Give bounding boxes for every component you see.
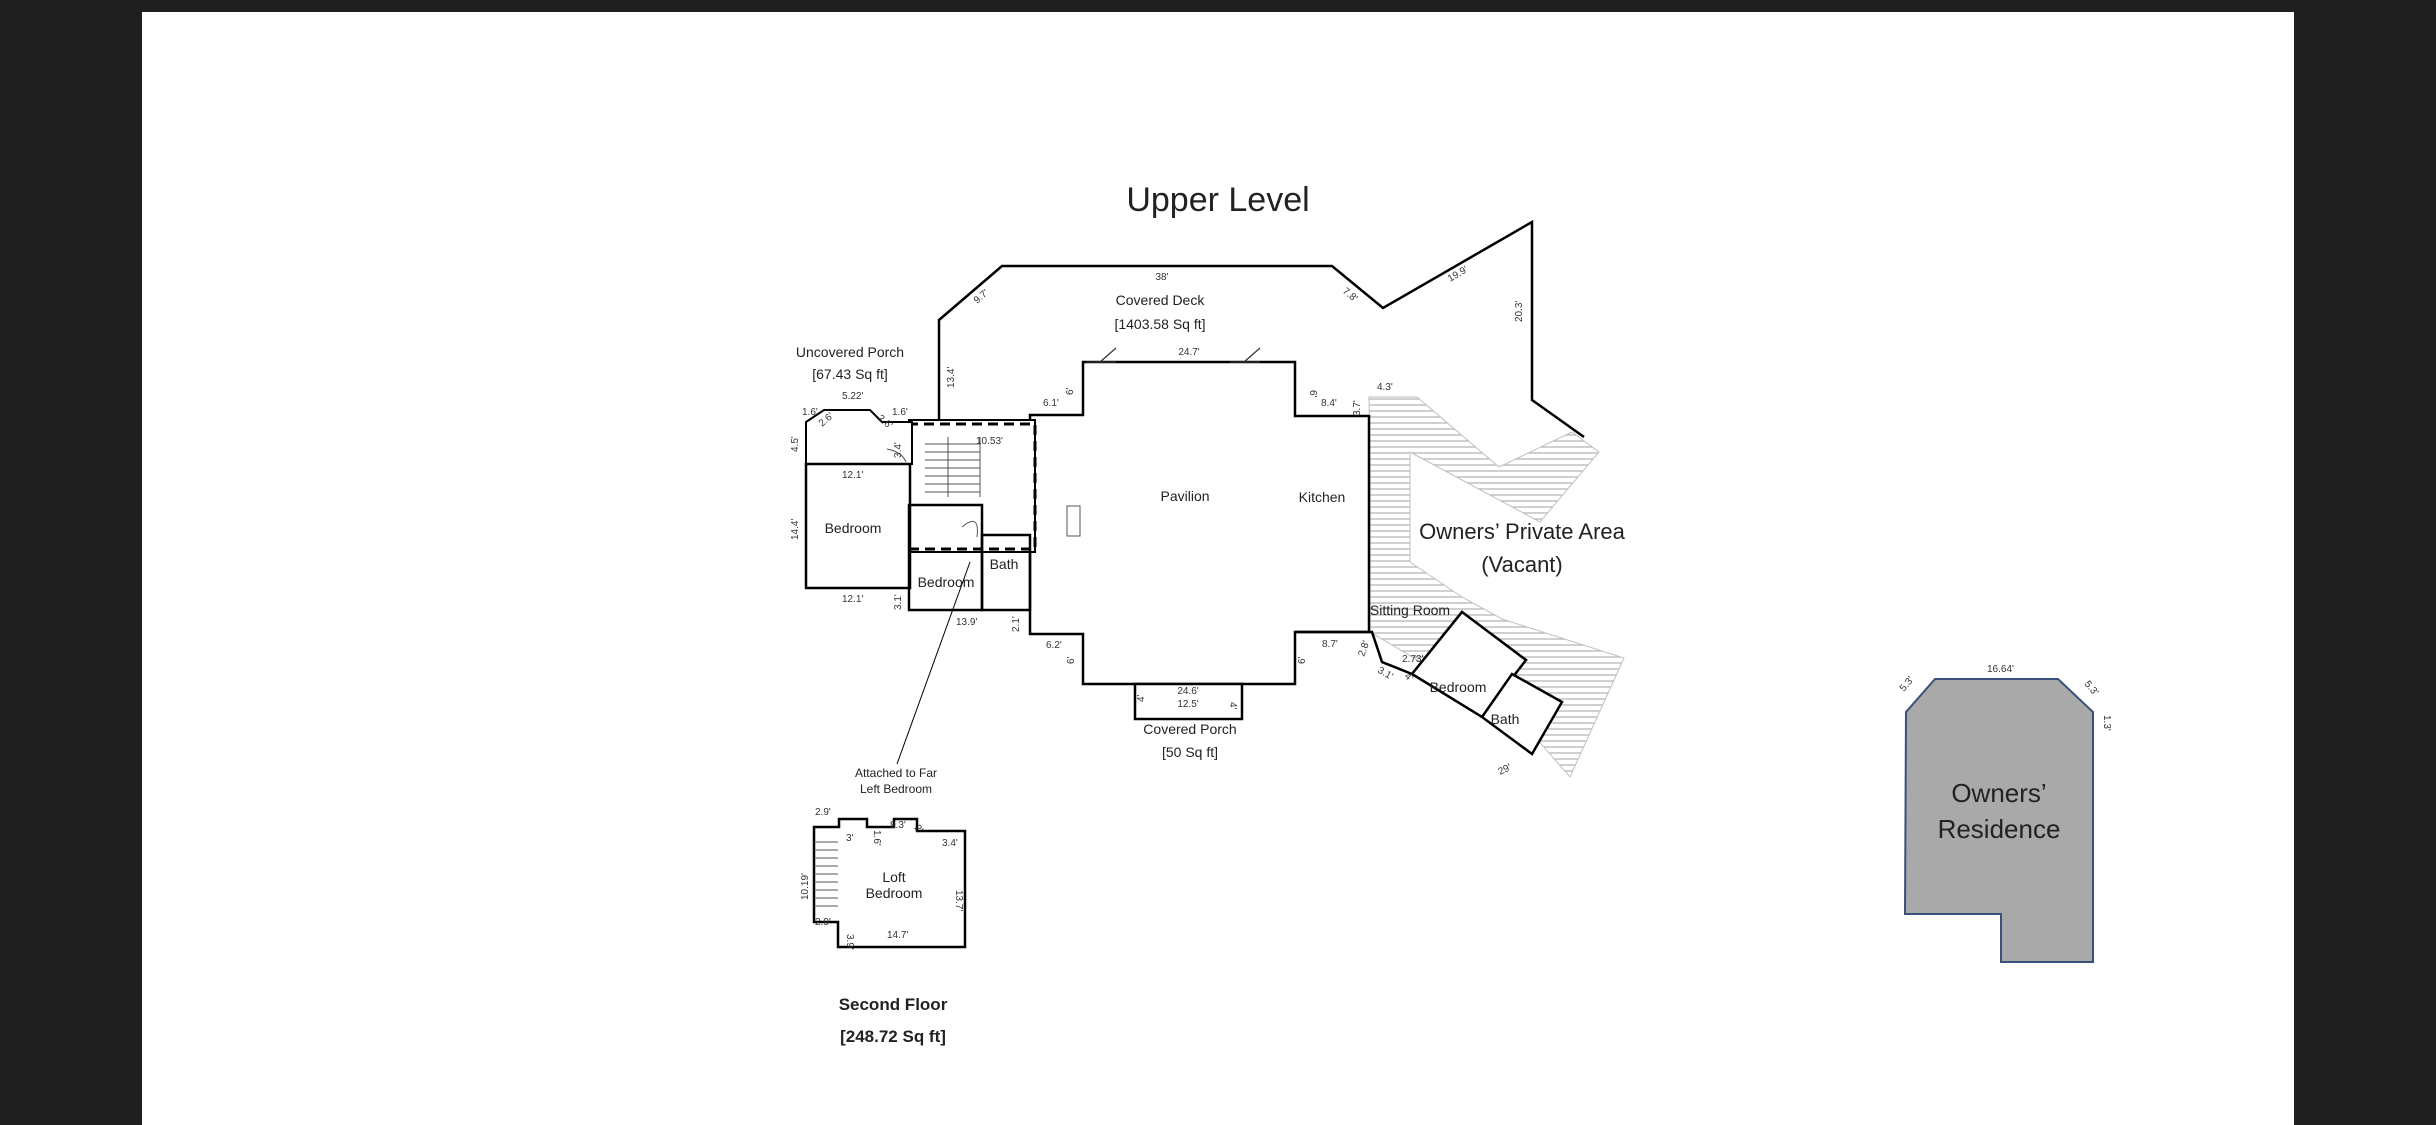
door-bedroom — [886, 448, 907, 463]
uncovered-porch-area: [67.43 Sq ft] — [812, 366, 888, 382]
owners-residence-shape — [1903, 678, 2094, 963]
dim-12-5: 12.5' — [1177, 699, 1198, 710]
dim-6-bottom-left: 6' — [1066, 656, 1077, 664]
dim-5-3-right: 5.3' — [2082, 679, 2101, 698]
slide: Upper Level Covered Deck — [142, 12, 2294, 1125]
dim-8-4: 8.4' — [1321, 398, 1337, 409]
floor-plan: Upper Level Covered Deck — [790, 181, 2112, 1046]
dim-1-6-right: 1.6' — [892, 407, 908, 418]
covered-porch-walls — [1133, 682, 1244, 721]
dim-10-53: 10.53' — [976, 436, 1003, 447]
dim-8-7: 8.7' — [1322, 639, 1338, 650]
dim-13-7: 13.7' — [953, 890, 964, 911]
kitchen-label: Kitchen — [1299, 489, 1346, 505]
dim-2-8: 2.8' — [1356, 639, 1372, 658]
door-middle — [961, 520, 978, 538]
dim-3-1-left: 3.1' — [893, 594, 904, 610]
dim-8-3: 8.3' — [890, 820, 906, 831]
loft-bedroom-label-2: Bedroom — [866, 885, 923, 901]
loft-bedroom-walls — [812, 817, 967, 949]
pavilion-label: Pavilion — [1160, 488, 1209, 504]
dim-4-se: 4' — [1402, 671, 1415, 684]
dim-3-4-loft: 3.4' — [942, 838, 958, 849]
covered-porch-label: Covered Porch — [1143, 721, 1236, 737]
dim-5-3-left: 5.3' — [1898, 675, 1917, 694]
sitting-room-label: Sitting Room — [1370, 602, 1450, 618]
owners-residence-label-1: Owners’ — [1951, 778, 2046, 808]
covered-deck-label: Covered Deck — [1116, 292, 1206, 308]
dim-4-left: 4' — [1136, 694, 1147, 702]
dim-7-8: 7.8' — [1340, 286, 1359, 305]
dim-5-22: 5.22' — [842, 391, 863, 402]
dim-12-1-top: 12.1' — [842, 470, 863, 481]
dim-6-1: 6.1' — [1043, 398, 1059, 409]
dim-14-7: 14.7' — [887, 930, 908, 941]
loft-stairs — [814, 841, 838, 907]
dim-16-64: 16.64' — [1987, 664, 2014, 675]
dim-13-9: 13.9' — [956, 617, 977, 628]
dim-3-9: 3.9' — [844, 934, 855, 950]
loft-bedroom-label-1: Loft — [882, 869, 905, 885]
se-bath-walls — [1480, 672, 1564, 756]
dim-6-2: 6.2' — [1046, 640, 1062, 651]
stairs — [925, 437, 981, 497]
dim-2-9-bottom: 2.9' — [815, 917, 831, 928]
bath-walls — [980, 533, 1032, 612]
dim-24-7: 24.7' — [1178, 347, 1199, 358]
annotation-line1: Attached to Far — [855, 766, 937, 780]
dim-1-3: 1.3' — [2101, 715, 2112, 731]
dim-12-1-bottom: 12.1' — [842, 594, 863, 605]
second-floor-area: [248.72 Sq ft] — [840, 1027, 946, 1046]
door-top-left — [1086, 347, 1117, 363]
dim-6-bottom-right: 6' — [1297, 656, 1308, 664]
middle-bedroom-label: Bedroom — [918, 574, 975, 590]
dim-13-4: 13.4' — [946, 367, 957, 388]
dim-1-6-loft: 1.6' — [871, 830, 882, 846]
far-left-bedroom-label: Bedroom — [825, 520, 882, 536]
owners-private-area-label: Owners’ Private Area — [1419, 519, 1626, 544]
owners-residence-label-2: Residence — [1938, 814, 2061, 844]
bath-label: Bath — [990, 556, 1019, 572]
dim-2-1: 2.1' — [1011, 616, 1022, 632]
uncovered-porch-label: Uncovered Porch — [796, 344, 904, 360]
door-top-right — [1230, 347, 1261, 363]
fireplace — [1066, 505, 1081, 537]
pavilion-walls — [1028, 360, 1371, 686]
dim-10-19: 10.19' — [800, 873, 811, 900]
covered-deck-area: [1403.58 Sq ft] — [1114, 316, 1205, 332]
dim-3-1-right: 3.1' — [1376, 665, 1395, 682]
dim-4-right: 4' — [1227, 702, 1238, 710]
dim-20-3: 20.3' — [1514, 301, 1525, 322]
se-bedroom-walls — [1410, 610, 1528, 719]
dim-19-9: 19.9' — [1446, 264, 1470, 284]
dim-3-4: 3.4' — [893, 442, 904, 458]
owners-private-area-status: (Vacant) — [1481, 552, 1563, 577]
se-bedroom-label: Bedroom — [1430, 679, 1487, 695]
dim-6-right: 6' — [1307, 390, 1318, 398]
annotation-line2: Left Bedroom — [860, 782, 932, 796]
dim-14-4: 14.4' — [790, 519, 801, 540]
dim-2-9-top: 2.9' — [815, 807, 831, 818]
covered-porch-area: [50 Sq ft] — [1162, 744, 1218, 760]
dim-3-7: 3.7' — [1352, 400, 1363, 416]
dim-38: 38' — [1155, 272, 1168, 283]
dim-4-3: 4.3' — [1377, 382, 1393, 393]
dim-3: 3' — [846, 833, 854, 844]
dim-1-6-left: 1.6' — [802, 407, 818, 418]
se-bath-label: Bath — [1491, 711, 1520, 727]
dim-6-left: 6' — [1065, 387, 1076, 395]
second-floor-label: Second Floor — [839, 995, 948, 1014]
dim-29: 29' — [1497, 762, 1514, 778]
dim-24-6: 24.6' — [1177, 686, 1198, 697]
dim-4-5: 4.5' — [790, 436, 801, 452]
page-title: Upper Level — [1126, 181, 1309, 219]
dim-2-73: 2.73' — [1402, 654, 1423, 665]
covered-deck-outline — [937, 219, 1585, 439]
annotation-line — [896, 561, 971, 765]
stair-block — [908, 419, 1036, 553]
